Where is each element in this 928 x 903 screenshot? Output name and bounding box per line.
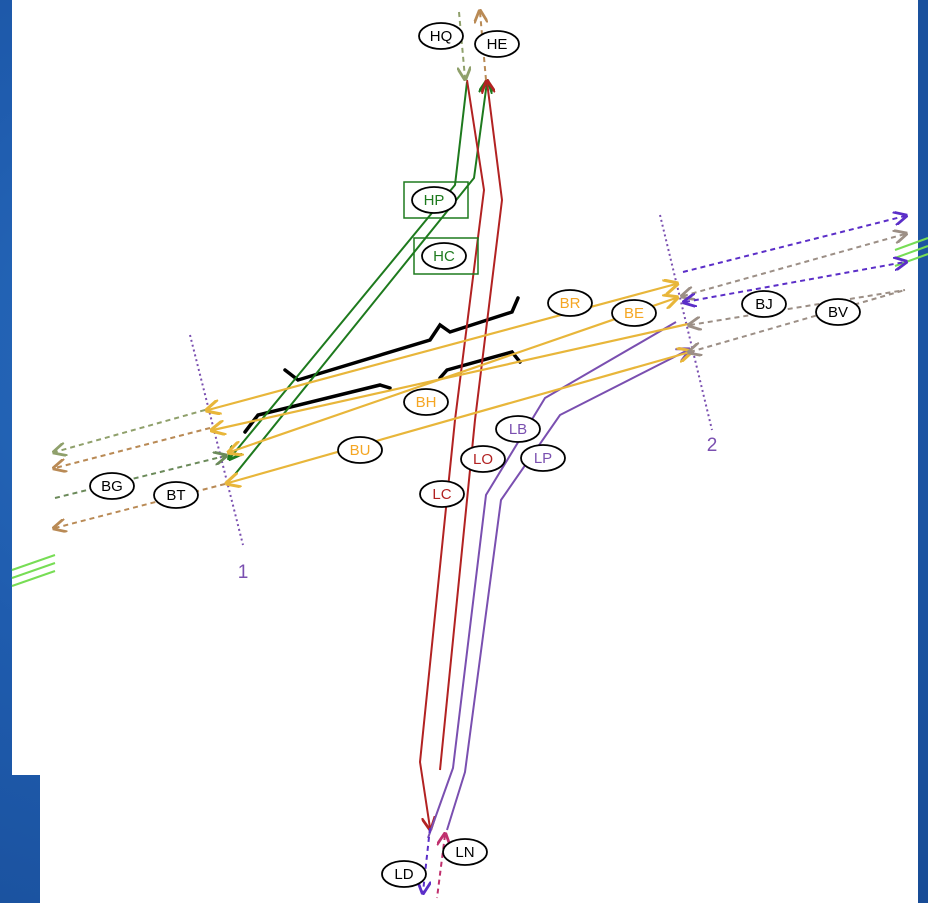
top-dashed-arrows: [459, 12, 486, 80]
svg-text:BV: BV: [828, 304, 848, 321]
svg-text:HE: HE: [487, 36, 508, 53]
svg-text:LC: LC: [432, 486, 451, 503]
screenline-1-line: [189, 334, 244, 546]
svg-text:BH: BH: [416, 394, 437, 411]
svg-text:BU: BU: [350, 442, 371, 459]
white-panel-top: [12, 0, 918, 775]
svg-text:HP: HP: [424, 192, 445, 209]
svg-text:HQ: HQ: [430, 28, 453, 45]
right-dashed-arrows: [683, 216, 905, 352]
svg-text:LO: LO: [473, 451, 493, 468]
svg-text:LB: LB: [509, 421, 527, 438]
yellow-paths: [208, 284, 690, 483]
label-ln: LN: [442, 838, 488, 866]
svg-text:HC: HC: [433, 248, 455, 265]
label-bh: BH: [403, 388, 449, 416]
label-bt: BT: [153, 481, 199, 509]
screenline-1-label: 1: [238, 562, 249, 583]
label-bg: BG: [89, 472, 135, 500]
label-bu: BU: [337, 436, 383, 464]
label-lb: LB: [495, 415, 541, 443]
screenline-2-label: 2: [707, 435, 718, 456]
svg-text:LD: LD: [394, 866, 413, 883]
screenline-2-line: [659, 214, 713, 431]
label-ld: LD: [381, 860, 427, 888]
label-bv: BV: [815, 298, 861, 326]
label-bj: BJ: [741, 290, 787, 318]
label-he: HE: [474, 30, 520, 58]
label-be: BE: [611, 299, 657, 327]
label-lo: LO: [460, 445, 506, 473]
svg-text:BJ: BJ: [755, 296, 773, 313]
white-panel-bottom: [40, 770, 918, 903]
hp-box: [403, 181, 469, 219]
label-br: BR: [547, 289, 593, 317]
svg-text:LN: LN: [455, 844, 474, 861]
svg-text:BE: BE: [624, 305, 644, 322]
svg-text:BT: BT: [166, 487, 185, 504]
svg-text:LP: LP: [534, 450, 552, 467]
hc-box: [413, 237, 479, 275]
label-hc: HC: [421, 242, 467, 270]
label-hq: HQ: [418, 22, 464, 50]
bottom-dashed-arrows: [423, 827, 445, 899]
label-hp: HP: [411, 186, 457, 214]
label-lc: LC: [419, 480, 465, 508]
svg-text:BR: BR: [560, 295, 581, 312]
svg-text:BG: BG: [101, 478, 123, 495]
label-lp: LP: [520, 444, 566, 472]
